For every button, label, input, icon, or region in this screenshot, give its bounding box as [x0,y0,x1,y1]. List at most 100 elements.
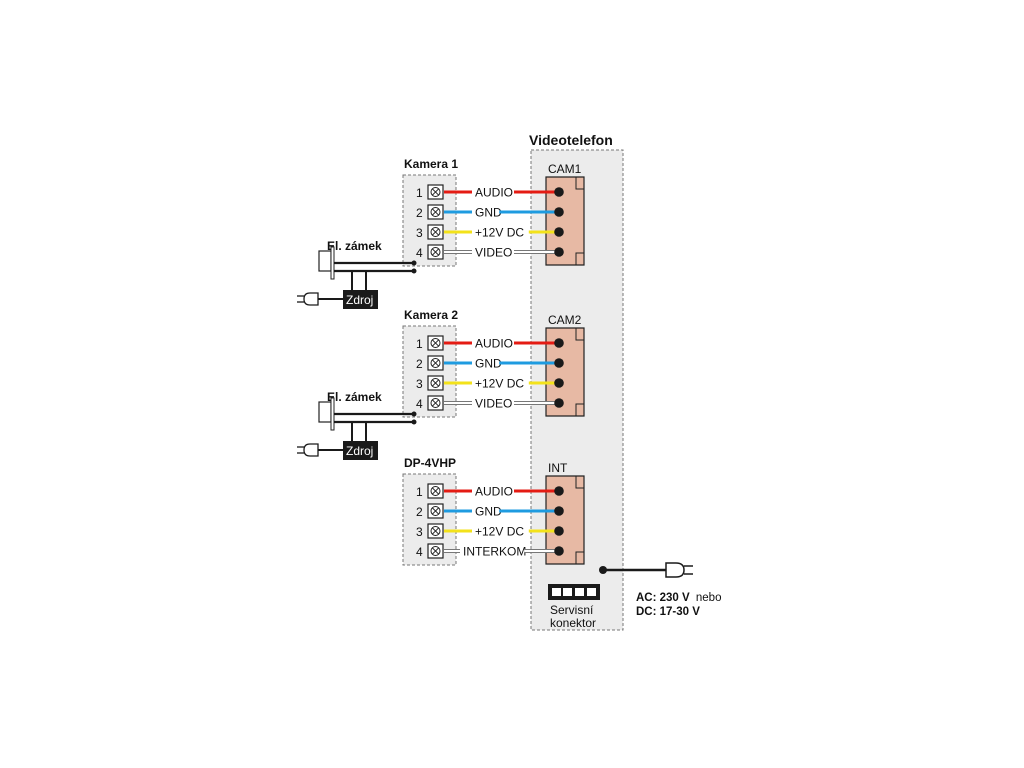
screw-cross [431,208,440,216]
junction-dot [411,411,417,417]
group-kamera2: Kamera 2 CAM2 1 AUDIO 2 GND 3 +12V DC 4 VIDEO El. … [297,308,585,460]
lock-icon [318,401,332,423]
pin-number: 1 [416,337,423,351]
connector-label: CAM1 [548,162,582,176]
pin-number: 2 [416,206,423,220]
screw-cross [431,507,440,515]
supply-label: Zdroj [346,444,373,458]
screw-cross [431,487,440,495]
connector-notch [575,476,584,489]
connection-dot [554,506,564,516]
screw-circle [430,247,441,257]
connector-block [545,176,585,266]
plug-icon [303,292,319,306]
wire-label: AUDIO [475,485,513,499]
screw-circle [430,398,441,408]
screw-circle [430,506,441,516]
wire-label: AUDIO [475,186,513,200]
screw-circle [430,546,441,556]
power-supply-box [343,441,378,460]
screw-circle [430,187,441,197]
pin-number: 4 [416,545,423,559]
mains-plug-icon [599,562,693,578]
wire-label: INTERKOM [463,545,526,559]
power-note-ac: AC: 230 V nebo [636,592,721,604]
junction-dot [411,419,417,425]
screw-circle [430,227,441,237]
power-supply-box [343,290,378,309]
power-note-ac-rest: nebo [696,592,722,604]
connection-dot [554,526,564,536]
pin-number: 2 [416,357,423,371]
connector-notch [575,252,584,265]
pin-number: 2 [416,505,423,519]
screw-cross [431,188,440,196]
pin-number: 4 [416,246,423,260]
lock-plate [330,246,335,280]
screw-cross [431,359,440,367]
service-connector-label-2: konektor [550,616,596,630]
wire-label: VIDEO [475,397,512,411]
connection-dot [554,546,564,556]
wire-label: VIDEO [475,246,512,260]
supply-label: Zdroj [346,293,373,307]
wire-label: +12V DC [475,226,524,240]
connection-dot [554,187,564,197]
screw-circle [430,486,441,496]
screw-cross [431,379,440,387]
power-note-ac-bold: AC: 230 V [636,592,690,604]
wire-label: +12V DC [475,377,524,391]
lock-icon [318,250,332,272]
service-connector-label-1: Servisní [550,603,594,617]
screw-circle [430,338,441,348]
pin-number: 3 [416,226,423,240]
junction-dot [411,268,417,274]
screw-cross [431,399,440,407]
connector-label: INT [548,461,568,475]
junction-dot [411,260,417,266]
screw-circle [430,526,441,536]
power-note-dc: DC: 17-30 V [636,606,700,618]
plug-icon [303,443,319,457]
pin-number: 4 [416,397,423,411]
lock-plate [330,397,335,431]
pin-number: 3 [416,377,423,391]
device-label: Kamera 2 [404,308,458,322]
wire-label: +12V DC [475,525,524,539]
videotelefon-title: Videotelefon [529,132,613,148]
connector-notch [575,551,584,564]
connector-label: CAM2 [548,313,582,327]
screw-cross [431,248,440,256]
device-label: DP-4VHP [404,456,456,470]
connector-notch [575,328,584,341]
connection-dot [554,378,564,388]
connector-notch [575,403,584,416]
screw-cross [431,339,440,347]
screw-cross [431,527,440,535]
connection-dot [554,227,564,237]
screw-cross [431,547,440,555]
wire-label: GND [475,206,502,220]
connection-dot [554,398,564,408]
screw-circle [430,378,441,388]
lock-label: El. zámek [327,239,382,253]
wire-label: GND [475,505,502,519]
connector-notch [575,177,584,190]
connection-dot [554,486,564,496]
service-connector [548,584,600,600]
screw-circle [430,207,441,217]
screw-cross [431,228,440,236]
wire-label: GND [475,357,502,371]
lock-label: El. zámek [327,390,382,404]
pin-number: 1 [416,186,423,200]
wire-label: AUDIO [475,337,513,351]
pin-number: 3 [416,525,423,539]
screw-circle [430,358,441,368]
connector-block [545,327,585,417]
connection-dot [554,207,564,217]
connector-block [545,475,585,565]
connection-dot [554,338,564,348]
